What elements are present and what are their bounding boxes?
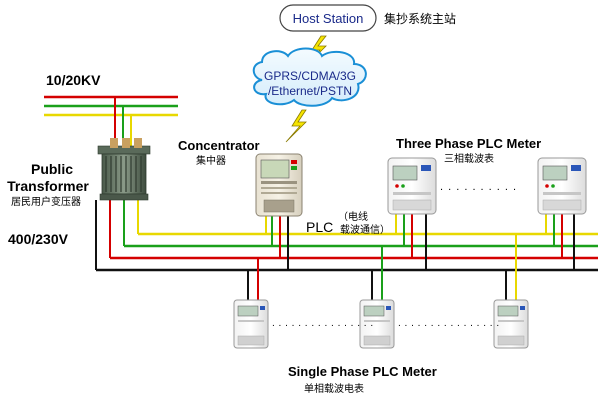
single-phase-meter-1: [233, 299, 269, 349]
transformer-label-line2: Transformer: [7, 178, 89, 194]
three-phase-meters: Three Phase PLC Meter 三相载波表 . . . . . . …: [387, 136, 587, 270]
host-station-caption: 集抄系统主站: [384, 11, 456, 26]
plc-label: PLC: [306, 219, 333, 235]
plc-annotation: PLC （电线 载波通信）: [306, 210, 390, 236]
public-transformer: Public Transformer 居民用户变压器: [7, 138, 151, 208]
single-phase-caption: 单相载波电表: [304, 382, 364, 395]
cloud-shape: [252, 47, 367, 107]
host-station-box: [279, 4, 377, 32]
concentrator-label: Concentrator: [178, 138, 260, 153]
three-phase-caption: 三相载波表: [444, 152, 494, 165]
three-phase-label: Three Phase PLC Meter: [396, 136, 541, 151]
wireless-link-bottom: [285, 109, 307, 143]
network-label-line1: GPRS/CDMA/3G: [264, 69, 356, 83]
three-phase-ellipsis: . . . . . . . . . .: [440, 181, 517, 193]
three-phase-meter-2: [537, 157, 587, 215]
concentrator: Concentrator 集中器: [178, 138, 303, 270]
transformer-icon: [97, 138, 151, 201]
single-phase-meter-3: [493, 299, 529, 349]
transformer-label-line1: Public: [31, 161, 73, 177]
host-station: Host Station 集抄系统主站: [279, 4, 456, 32]
transformer-caption: 居民用户变压器: [11, 195, 81, 208]
plc-caption-line2: 载波通信）: [340, 223, 390, 236]
single-phase-ellipsis-1: . . . . . . . . . . . . . . . .: [272, 318, 374, 329]
high-voltage-label: 10/20KV: [46, 72, 101, 88]
low-voltage-label: 400/230V: [8, 231, 69, 247]
single-phase-meter-2: [359, 299, 395, 349]
network-cloud: GPRS/CDMA/3G /Ethernet/PSTN: [252, 47, 367, 107]
single-phase-label: Single Phase PLC Meter: [288, 364, 437, 379]
network-label-line2: /Ethernet/PSTN: [268, 84, 352, 98]
lightning-bolt-icon: [285, 109, 307, 143]
concentrator-device-icon: [255, 153, 303, 217]
host-station-label: Host Station: [293, 11, 364, 26]
three-phase-meter-1: [387, 157, 437, 215]
plc-caption-line1: （电线: [338, 210, 368, 223]
single-phase-ellipsis-2: . . . . . . . . . . . . . . . .: [398, 318, 500, 329]
single-phase-meters: . . . . . . . . . . . . . . . . . . . . …: [233, 234, 529, 395]
low-voltage-bus: 400/230V: [8, 200, 598, 272]
concentrator-caption: 集中器: [196, 154, 226, 167]
